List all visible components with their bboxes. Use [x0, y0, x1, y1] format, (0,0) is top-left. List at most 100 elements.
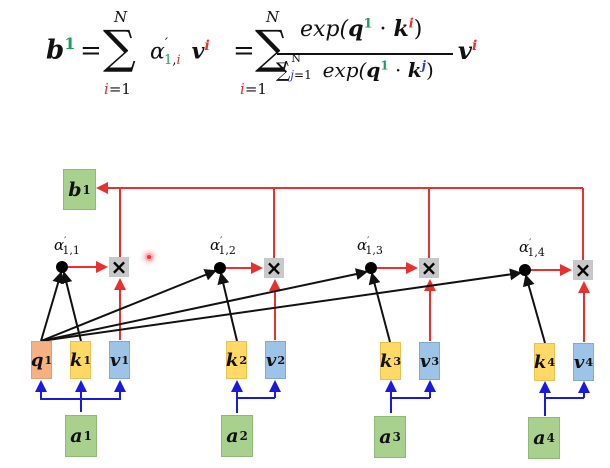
denominator-q: q: [366, 58, 381, 82]
alpha-subscript: 1,1: [62, 244, 80, 257]
q-symbol: q: [30, 349, 44, 371]
v-symbol: v: [573, 351, 585, 373]
k-symbol: k: [225, 349, 239, 371]
a-symbol: a: [379, 426, 392, 448]
v-symbol: v: [109, 349, 121, 371]
alpha-prime: ′: [64, 236, 67, 247]
alpha2-node: [214, 262, 226, 274]
a-superscript: 1: [83, 429, 92, 443]
output-b-symbol: b: [68, 178, 82, 201]
alpha3-node: [365, 262, 377, 274]
k-symbol: k: [379, 350, 393, 372]
k4-to-alpha4: [522, 274, 546, 344]
numerator-k-sup: i: [408, 16, 414, 32]
a-superscript: 2: [239, 429, 248, 443]
sum2-lower-limit: i=1: [240, 80, 267, 98]
a-symbol: a: [70, 425, 83, 447]
alpha-label-4: α′1,4: [519, 238, 545, 259]
a-superscript: 3: [392, 430, 401, 444]
sum1-start: =1: [108, 80, 131, 98]
formula-alpha-prime: ′: [164, 36, 169, 53]
input4-branches: [539, 381, 590, 416]
formula-alpha-sub-comma: ,: [172, 53, 177, 69]
multiply-node-3: ×: [419, 256, 439, 280]
q1-to-alpha2: [40, 269, 217, 342]
q-superscript: 1: [44, 353, 53, 367]
denominator-exp: exp(: [316, 58, 367, 82]
equals-sign-2: =: [233, 36, 255, 66]
numerator-q-sup: 1: [363, 16, 373, 32]
alpha1-node: [56, 261, 68, 273]
input2-branches: [231, 380, 281, 413]
fraction-bar: [277, 53, 453, 55]
alpha-label-2: α′1,2: [210, 236, 236, 257]
denominator-start: =1: [294, 68, 312, 82]
numerator-exp: exp(: [300, 17, 349, 42]
k1-to-alpha1: [60, 271, 82, 342]
fraction-numerator: exp(q1 · ki): [300, 16, 422, 42]
alpha-symbol: α: [357, 236, 368, 254]
k-symbol: k: [69, 349, 83, 371]
formula-alpha: α: [150, 39, 165, 65]
alpha-subscript: 1,3: [365, 244, 383, 257]
numerator-q: q: [348, 16, 364, 42]
denominator-sigma: ∑: [276, 58, 291, 82]
alpha-symbol: α: [210, 236, 221, 254]
numerator-dot: ·: [372, 17, 394, 42]
formula-alpha-sub-i: i: [176, 53, 181, 69]
formula-v: v: [191, 38, 205, 65]
k-superscript: 4: [547, 355, 556, 369]
k-superscript: 3: [393, 354, 402, 368]
k2-to-alpha2: [217, 272, 238, 342]
sum2-start: =1: [244, 80, 267, 98]
sum2-sigma: ∑: [255, 20, 288, 74]
trailing-v: v: [458, 36, 472, 65]
sum1-index: i: [104, 80, 109, 98]
sum2-index: i: [240, 80, 245, 98]
denominator-index-j: j: [290, 68, 295, 82]
alpha-prime: ′: [220, 236, 223, 247]
v-superscript: 4: [585, 355, 594, 369]
v-superscript: 1: [121, 353, 130, 367]
k-superscript: 1: [83, 353, 92, 367]
q1-to-alpha3: [40, 268, 368, 342]
alpha-prime: ′: [529, 238, 532, 249]
alpha-label-1: α′1,1: [54, 236, 80, 257]
v-superscript: 2: [277, 353, 286, 367]
sum1-upper-limit: N: [114, 8, 128, 26]
numerator-close: ): [413, 17, 423, 42]
alpha4-node: [519, 264, 531, 276]
formula-trailing-v: vi: [458, 36, 477, 65]
output-b-superscript: 1: [82, 182, 91, 197]
v-symbol: v: [419, 350, 431, 372]
a-symbol: a: [226, 425, 239, 447]
k-symbol: k: [533, 351, 547, 373]
formula-v-superscript: i: [204, 38, 210, 54]
q1-to-alpha4: [40, 268, 522, 342]
alpha-prime: ′: [367, 236, 370, 247]
input3-branches: [385, 380, 436, 413]
formula-b: b: [46, 35, 65, 66]
denominator-k-sup: j: [421, 58, 426, 73]
q1-to-alpha1: [40, 271, 64, 342]
sum2-upper-limit: N: [266, 8, 280, 26]
sum1-sigma: ∑: [103, 20, 136, 74]
trailing-v-sup: i: [471, 38, 478, 54]
sum1-lower-limit: i=1: [104, 80, 131, 98]
denominator-dot: ·: [388, 58, 408, 82]
k-superscript: 2: [239, 353, 248, 367]
alpha-subscript: 1,2: [218, 244, 236, 257]
